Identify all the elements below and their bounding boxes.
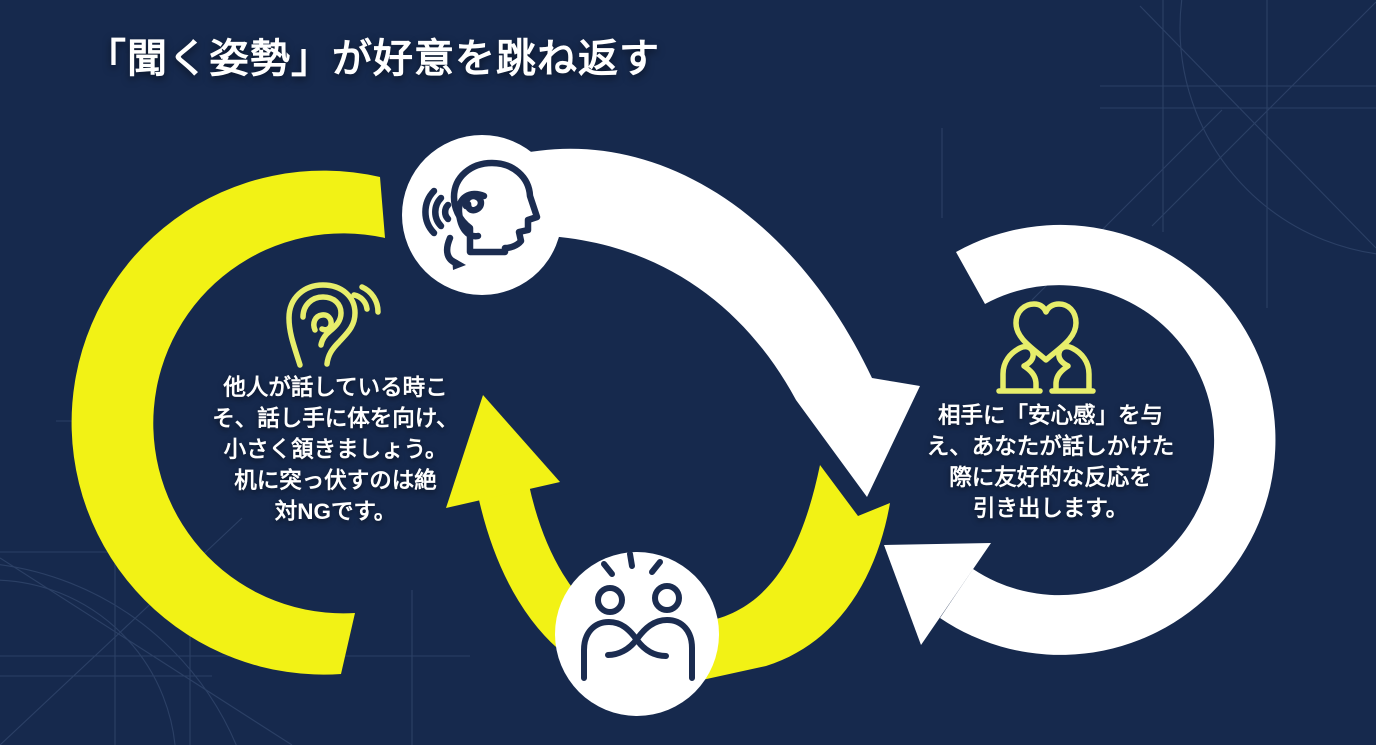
left-loop-arc <box>71 170 386 675</box>
handshake-node-circle <box>555 552 719 716</box>
right-loop-ring <box>884 224 1276 655</box>
right-loop-arrowhead <box>884 543 991 645</box>
ear-icon <box>286 282 381 368</box>
heart-shape <box>1013 301 1079 363</box>
listening-head-icon <box>422 159 541 270</box>
left-hand <box>996 343 1043 394</box>
heart-hands-icon <box>996 301 1093 394</box>
top-connector-arrow <box>496 148 920 498</box>
right-loop-exit-band <box>702 465 890 680</box>
left-loop-text: 他人が話している時こ そ、話し手に体を向け、 小さく頷きましょう。 机に突っ伏す… <box>212 375 459 524</box>
handshake-node <box>555 551 719 716</box>
page-title: 「聞く姿勢」が好意を跳ね返す <box>86 37 660 81</box>
handshake-icon <box>581 551 695 681</box>
right-loop-text: 相手に「安心感」を与 え、あなたが話しかけた 際に友好的な反応を 引き出します。 <box>926 403 1175 521</box>
listening-node <box>402 135 562 295</box>
